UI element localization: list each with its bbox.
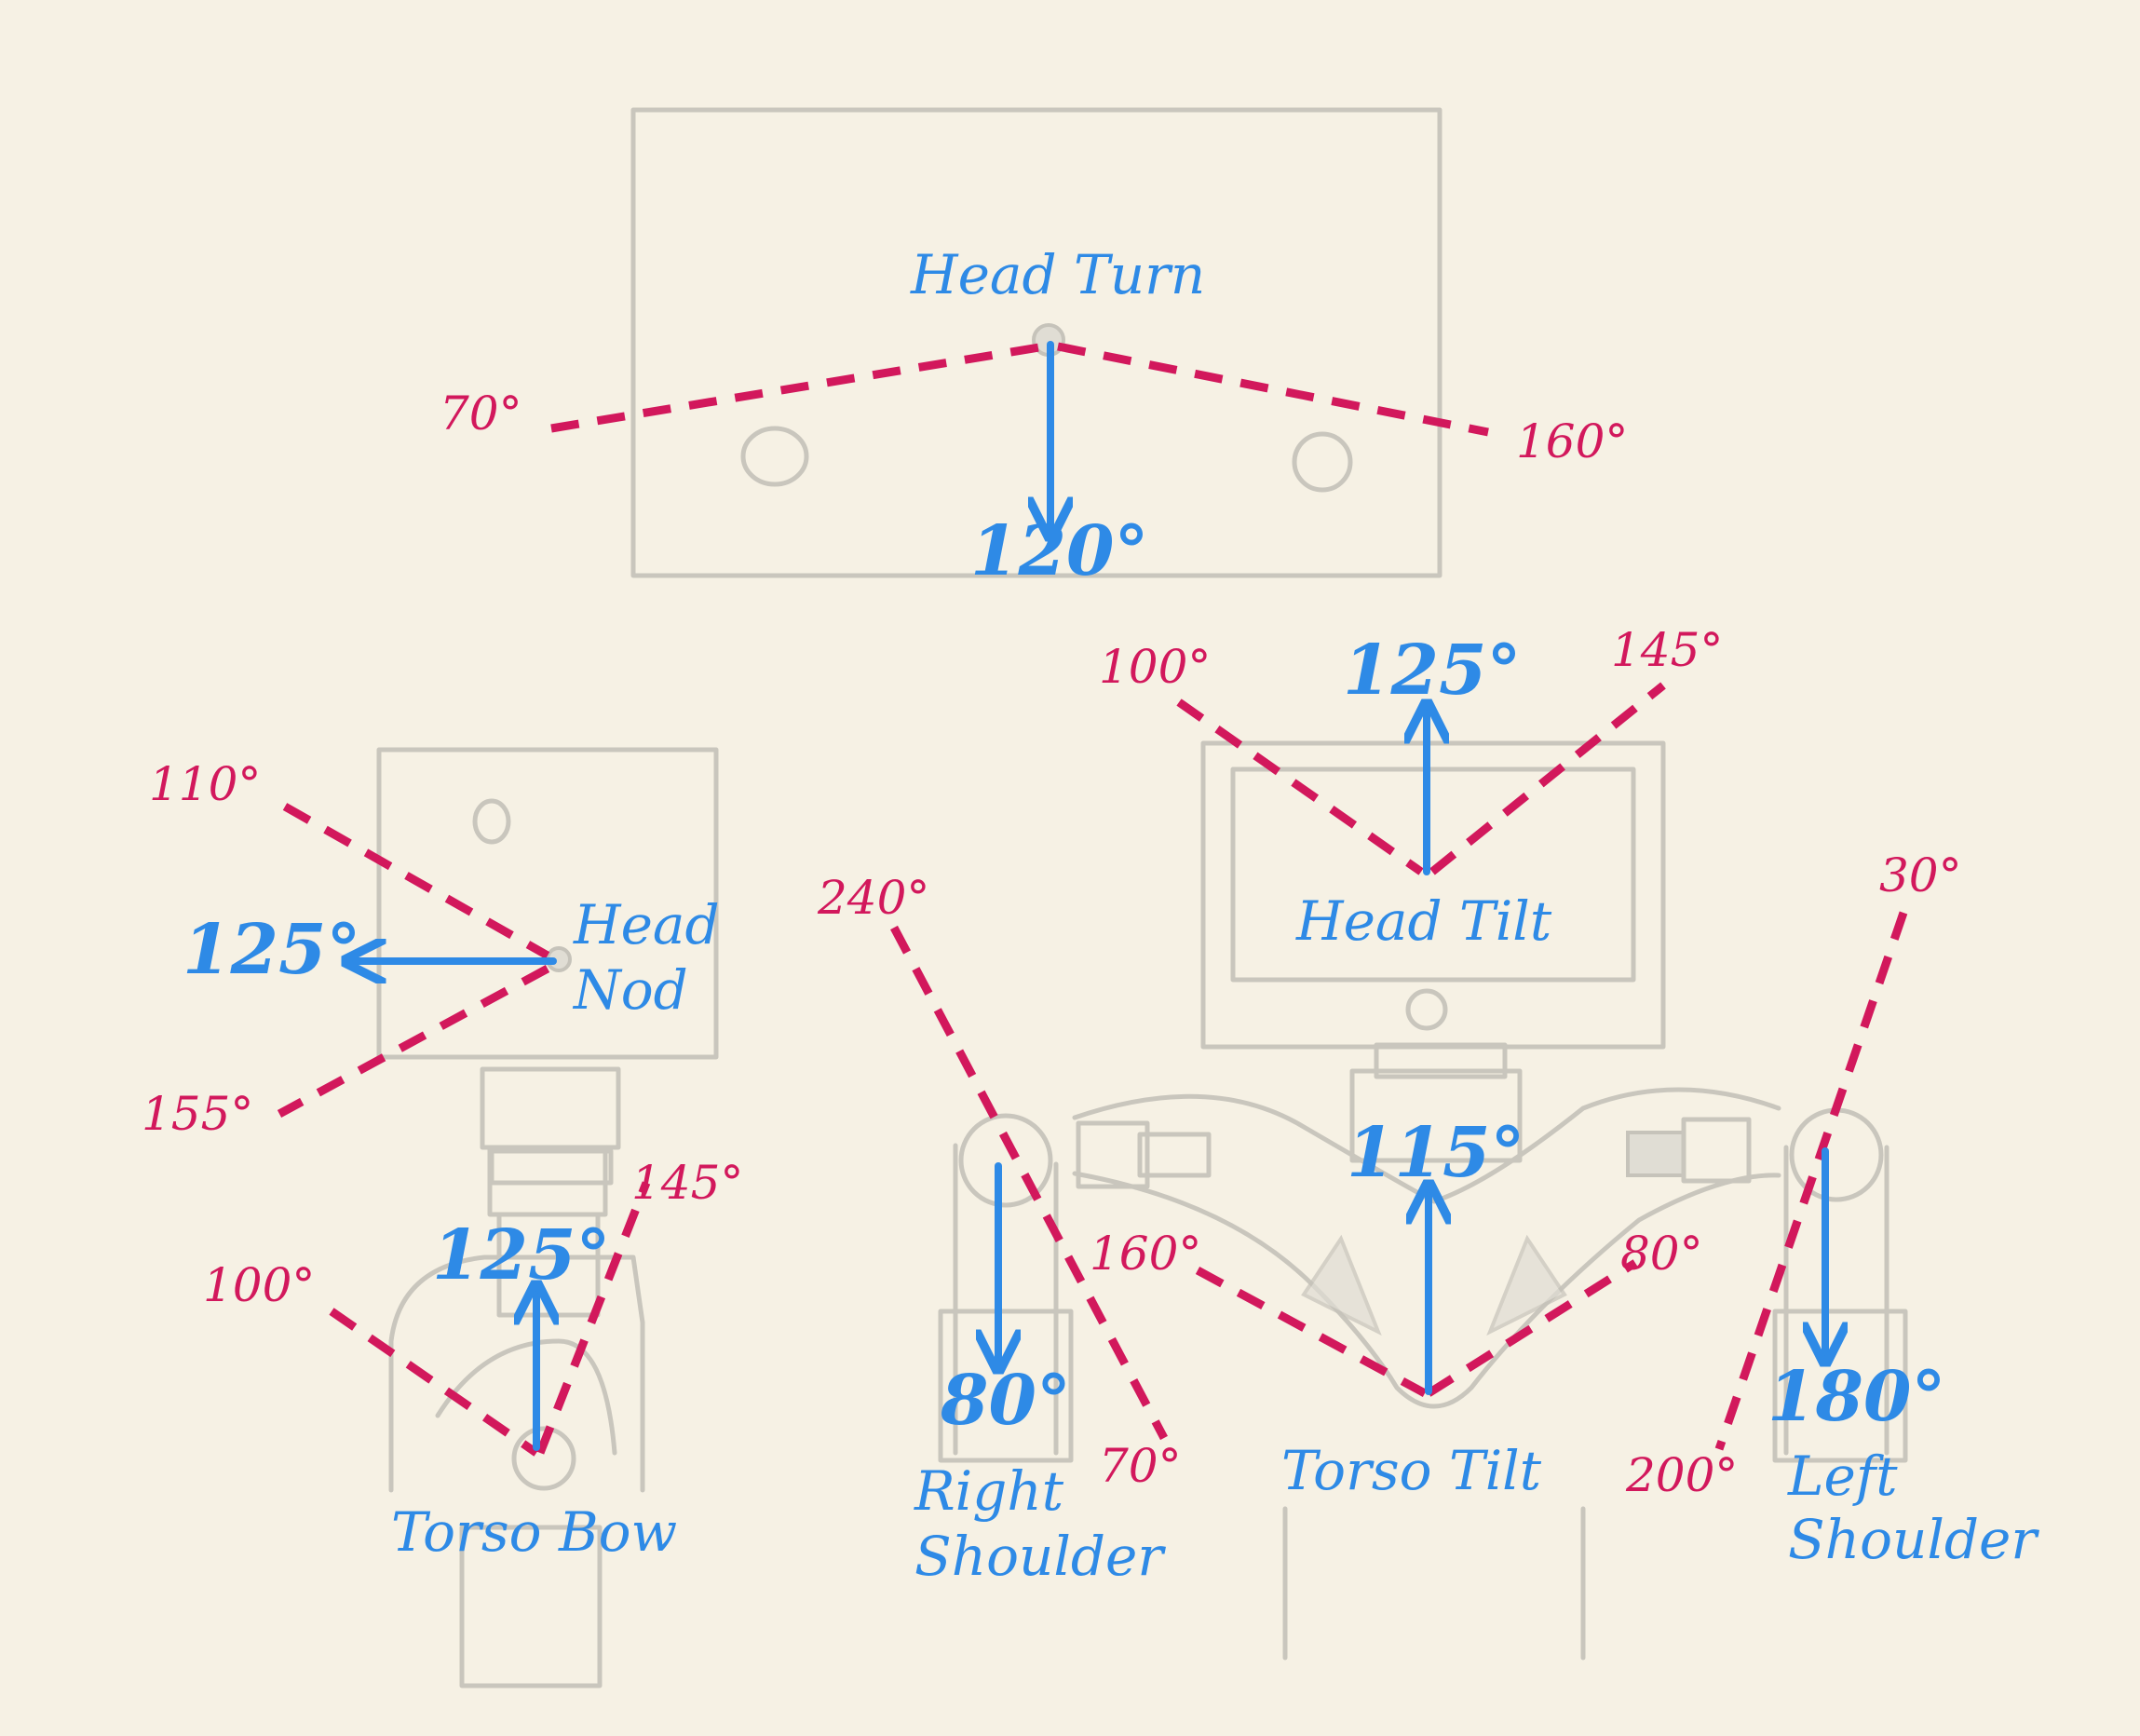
left-shoulder-label-line1: Left — [1788, 1444, 1898, 1508]
left-shoulder-default-value: 180° — [1768, 1357, 1946, 1437]
left-shoulder-limit-lines — [1714, 911, 1908, 1451]
torso-bow-limit-145-line — [535, 1181, 651, 1455]
torso-tilt-label: Torso Tilt — [1281, 1439, 1542, 1502]
torso-bow-limit-b: 145° — [631, 1156, 744, 1210]
head-tilt-default-value: 125° — [1343, 631, 1522, 711]
right-shoulder-limit-b: 70° — [1099, 1439, 1182, 1493]
head-tilt-limit-b: 145° — [1611, 623, 1724, 677]
head-nod-limit-a: 110° — [149, 757, 262, 811]
left-shoulder-label-line2: Shoulder — [1788, 1508, 2038, 1571]
torso-bow-limit-a: 100° — [203, 1258, 316, 1312]
head-nod-limit-110-line — [282, 803, 550, 959]
head-tilt-limit-a: 100° — [1099, 640, 1212, 694]
torso-tilt-limit-a: 160° — [1090, 1227, 1202, 1281]
right-shoulder-limit-lines — [890, 925, 1168, 1441]
limit-lines — [277, 342, 1908, 1457]
head-turn-limit-160-line — [1057, 342, 1489, 437]
side-view-sketch — [376, 747, 719, 1689]
head-top-view-sketch — [630, 107, 1442, 578]
head-nod-limit-155-line — [277, 965, 550, 1118]
torso-tilt-limit-80-line — [1426, 1259, 1638, 1397]
head-turn-default-value: 120° — [970, 511, 1149, 591]
torso-tilt-default-value: 115° — [1347, 1113, 1525, 1193]
head-tilt-label: Head Tilt — [1296, 889, 1552, 953]
head-nod-limit-b: 155° — [142, 1087, 254, 1141]
head-turn-label: Head Turn — [911, 243, 1206, 306]
default-arrows — [350, 341, 1825, 1451]
torso-bow-default-value: 125° — [432, 1215, 611, 1295]
head-tilt-limit-145-line — [1429, 682, 1666, 875]
head-nod-label-line2: Nod — [574, 958, 688, 1022]
head-turn-limit-b: 160° — [1516, 414, 1629, 468]
torso-bow-label: Torso Bow — [391, 1500, 678, 1564]
head-nod-default-value: 125° — [183, 910, 361, 990]
front-view-sketch — [938, 740, 1908, 1661]
head-tilt-limit-100-line — [1176, 698, 1424, 875]
left-shoulder-limit-a: 30° — [1879, 848, 1962, 902]
left-shoulder-limit-b: 200° — [1626, 1448, 1739, 1502]
right-shoulder-label-line2: Shoulder — [914, 1525, 1164, 1588]
head-nod-label-line1: Head — [574, 893, 720, 956]
torso-tilt-limit-b: 80° — [1620, 1227, 1703, 1281]
right-shoulder-default-value: 80° — [941, 1361, 1071, 1441]
torso-bow-limit-100-line — [329, 1308, 539, 1457]
right-shoulder-label-line1: Right — [914, 1459, 1064, 1523]
head-turn-limit-70-line — [550, 342, 1046, 433]
head-turn-limit-a: 70° — [440, 387, 522, 441]
right-shoulder-limit-a: 240° — [818, 871, 930, 925]
